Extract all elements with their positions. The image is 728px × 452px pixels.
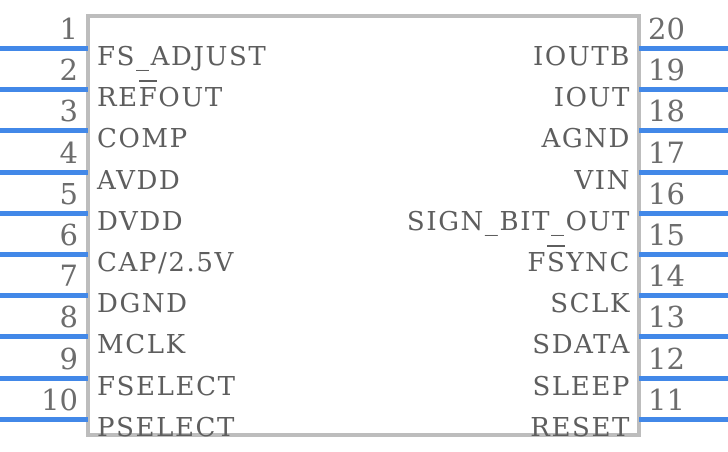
- pin-label-mclk: MCLK: [97, 330, 187, 361]
- pin-number-8: 8: [59, 300, 78, 335]
- pin-number-11: 11: [648, 382, 685, 417]
- pin-label-sign-bit-out: SIGN_BIT_OUT: [406, 206, 631, 237]
- pin-number-15: 15: [648, 218, 685, 252]
- pin-label-vin: VIN: [574, 165, 631, 196]
- pin-lead-3[interactable]: [0, 128, 88, 134]
- pin-label-fs-adjust: FS_ADJUST: [97, 42, 268, 72]
- pin-lead-9[interactable]: [0, 375, 88, 381]
- pin-lead-4[interactable]: [0, 169, 88, 175]
- pin-lead-7[interactable]: [0, 293, 88, 299]
- pin-lead-19[interactable]: [639, 87, 728, 93]
- pin-lead-20[interactable]: [639, 46, 728, 51]
- pin-lead-17[interactable]: [639, 169, 728, 175]
- pin-label-dgnd: DGND: [97, 289, 189, 320]
- pin-label-fselect: FSELECT: [97, 371, 237, 402]
- pin-lead-16[interactable]: [639, 210, 728, 216]
- pin-label-pselect: PSELECT: [97, 412, 236, 443]
- pin-lead-2[interactable]: [0, 87, 88, 93]
- pin-lead-8[interactable]: [0, 334, 88, 340]
- pin-lead-11[interactable]: [639, 416, 728, 422]
- pin-number-17: 17: [648, 135, 685, 170]
- pin-label-sdata: SDATA: [532, 330, 631, 361]
- pin-label-sclk: SCLK: [550, 289, 631, 320]
- pin-number-7: 7: [59, 259, 78, 294]
- pin-lead-13[interactable]: [639, 334, 728, 340]
- pin-label-sleep: SLEEP: [532, 371, 631, 402]
- pin-lead-15[interactable]: [639, 252, 728, 257]
- pin-lead-14[interactable]: [639, 293, 728, 299]
- pin-label-cap-2-5v: CAP/2.5V: [97, 248, 235, 278]
- pin-lead-18[interactable]: [639, 128, 728, 134]
- pin-label-reset: RESET: [530, 412, 631, 443]
- pin-number-3: 3: [59, 94, 78, 129]
- pin-number-10: 10: [41, 382, 78, 417]
- chip-body-outline: [86, 14, 641, 437]
- pin-number-1: 1: [59, 12, 78, 46]
- pin-lead-1[interactable]: [0, 46, 88, 51]
- pin-number-4: 4: [59, 135, 78, 170]
- pin-number-2: 2: [59, 53, 78, 88]
- pin-label-fsync: FSYNC: [527, 245, 631, 278]
- pin-number-13: 13: [648, 300, 685, 335]
- pin-number-18: 18: [648, 94, 685, 129]
- pin-label-agnd: AGND: [541, 124, 631, 155]
- pin-number-19: 19: [648, 53, 685, 88]
- pin-label-iout: IOUT: [553, 83, 631, 114]
- pin-lead-12[interactable]: [639, 375, 728, 381]
- pin-number-5: 5: [59, 176, 78, 211]
- pin-number-16: 16: [648, 176, 685, 211]
- pin-label-refout: REFOUT: [97, 80, 224, 114]
- pin-number-6: 6: [59, 218, 78, 252]
- pin-label-avdd: AVDD: [97, 165, 182, 196]
- pin-label-comp: COMP: [97, 124, 189, 155]
- pin-lead-6[interactable]: [0, 252, 88, 257]
- pin-lead-10[interactable]: [0, 416, 88, 422]
- pin-label-dvdd: DVDD: [97, 206, 185, 237]
- pin-number-9: 9: [59, 341, 78, 376]
- pin-number-12: 12: [648, 341, 685, 376]
- pin-number-20: 20: [648, 12, 685, 46]
- pin-label-ioutb: IOUTB: [533, 42, 631, 72]
- pin-number-14: 14: [648, 259, 685, 294]
- pin-lead-5[interactable]: [0, 210, 88, 216]
